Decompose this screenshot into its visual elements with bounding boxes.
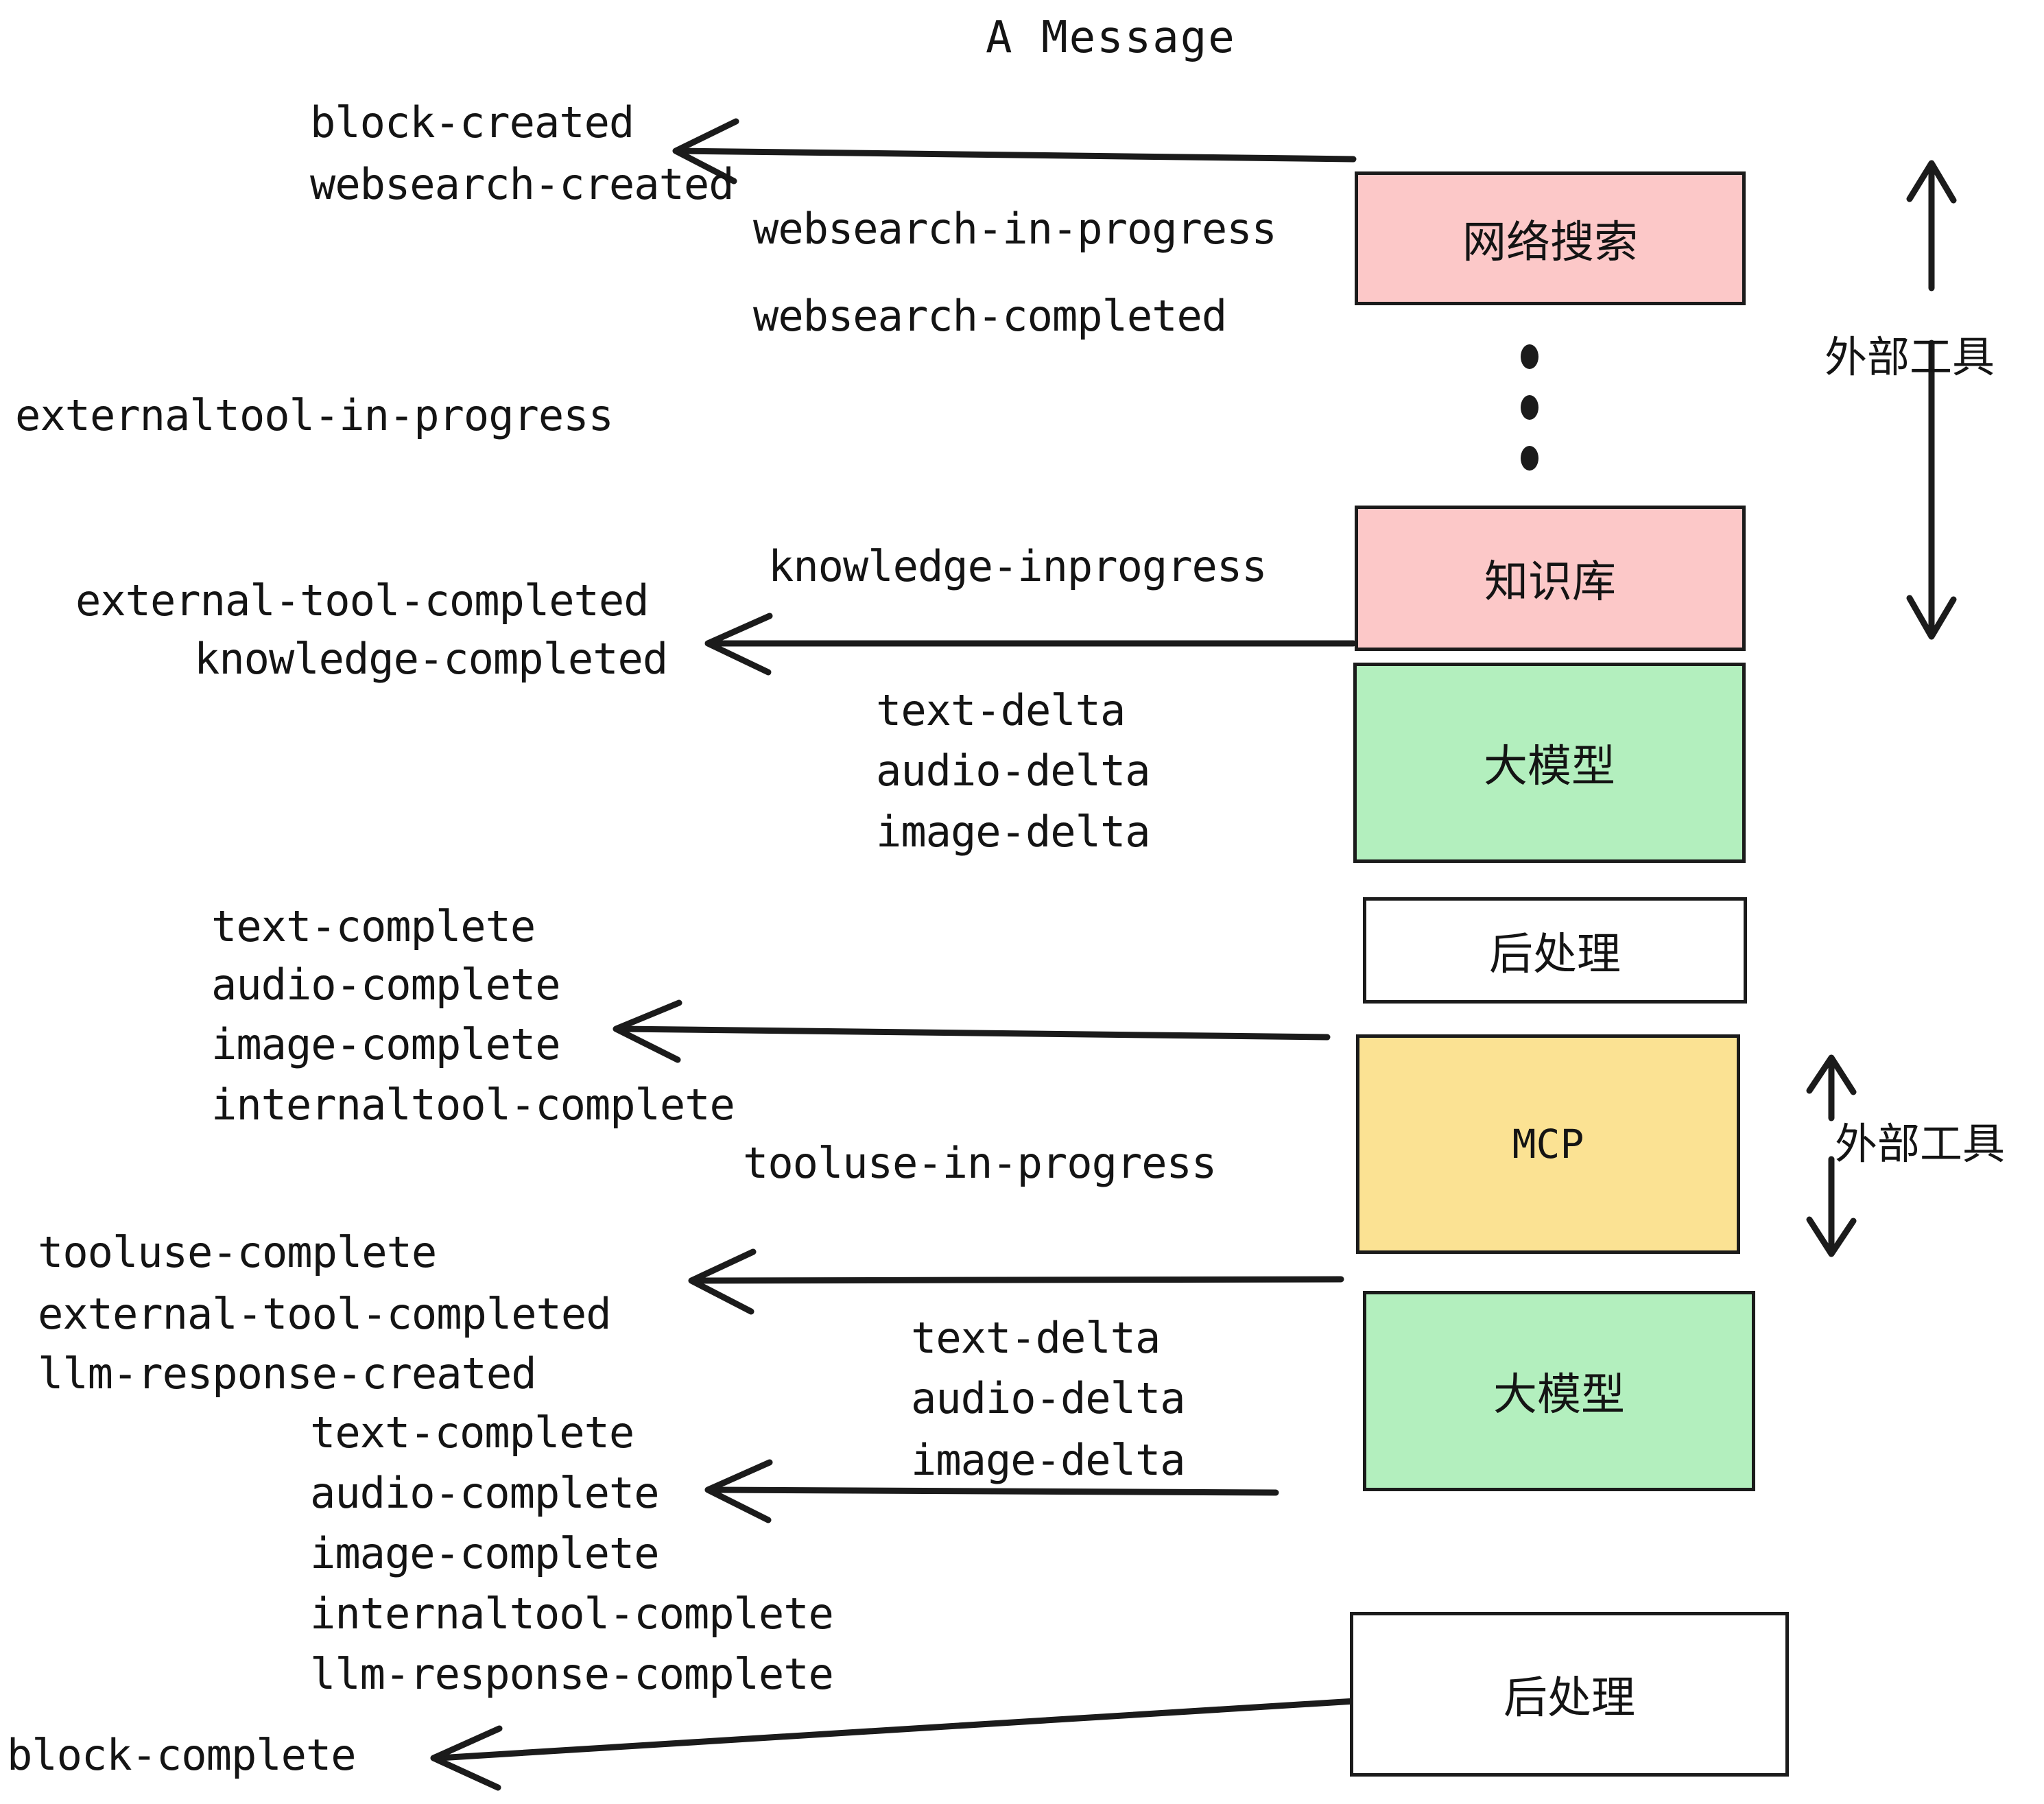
- event-internaltool-complete-1: internaltool-complete: [211, 1080, 735, 1130]
- node-llm-2-label: 大模型: [1493, 1370, 1625, 1421]
- event-websearch-in-progress: websearch-in-progress: [753, 204, 1277, 254]
- event-external-tool-completed-1: external-tool-completed: [75, 575, 650, 626]
- event-text-complete-1: text-complete: [211, 901, 536, 951]
- event-tooluse-complete: tooluse-complete: [38, 1227, 437, 1277]
- arrow-websearch-to-block-created: [672, 118, 1357, 185]
- event-knowledge-completed: knowledge-completed: [194, 634, 668, 684]
- node-llm-1[interactable]: 大模型: [1353, 663, 1746, 863]
- node-postprocess-2[interactable]: 后处理: [1350, 1612, 1789, 1777]
- event-block-complete: block-complete: [7, 1730, 357, 1780]
- event-websearch-created: websearch-created: [310, 159, 735, 209]
- event-llm-response-created: llm-response-created: [38, 1349, 537, 1399]
- external-tool-bracket-top: [1906, 160, 1957, 640]
- node-mcp[interactable]: MCP: [1356, 1034, 1740, 1254]
- arrow-knowledge-to-completed: [704, 613, 1357, 676]
- node-postprocess-1[interactable]: 后处理: [1363, 897, 1747, 1004]
- event-external-tool-completed-2: external-tool-completed: [38, 1289, 612, 1339]
- event-tooluse-in-progress: tooluse-in-progress: [743, 1138, 1217, 1188]
- event-knowledge-inprogress: knowledge-inprogress: [768, 541, 1268, 591]
- node-llm-2[interactable]: 大模型: [1363, 1291, 1755, 1491]
- node-postprocess-2-label: 后处理: [1504, 1673, 1635, 1724]
- event-audio-delta-1: audio-delta: [876, 746, 1151, 796]
- arrow-postprocess-to-block-complete: [430, 1698, 1358, 1791]
- event-audio-delta-2: audio-delta: [911, 1373, 1186, 1423]
- event-websearch-completed: websearch-completed: [753, 291, 1227, 341]
- event-audio-complete-1: audio-complete: [211, 960, 561, 1010]
- node-postprocess-1-label: 后处理: [1489, 929, 1621, 980]
- arrow-postprocess-to-image-complete: [613, 999, 1331, 1063]
- event-image-complete-2: image-complete: [310, 1528, 660, 1578]
- event-audio-complete-2: audio-complete: [310, 1468, 660, 1518]
- event-image-delta-2: image-delta: [911, 1435, 1186, 1485]
- event-image-complete-1: image-complete: [211, 1019, 561, 1069]
- side-label-external-tool-top: 外部工具: [1825, 332, 1995, 382]
- node-mcp-label: MCP: [1512, 1121, 1584, 1167]
- event-text-delta-1: text-delta: [876, 685, 1126, 735]
- event-externaltool-in-progress: externaltool-in-progress: [15, 390, 614, 440]
- arrow-mcp-to-tooluse-complete: [688, 1248, 1344, 1315]
- node-llm-1-label: 大模型: [1484, 741, 1615, 792]
- node-knowledge-label: 知识库: [1484, 557, 1616, 608]
- node-websearch-label: 网络搜索: [1462, 217, 1638, 268]
- event-text-complete-2: text-complete: [310, 1408, 634, 1458]
- side-label-external-tool-bottom: 外部工具: [1835, 1119, 2006, 1169]
- diagram-title: A Message: [986, 12, 1236, 63]
- event-block-created: block-created: [310, 97, 634, 147]
- node-knowledge[interactable]: 知识库: [1355, 506, 1746, 651]
- node-websearch[interactable]: 网络搜索: [1355, 171, 1746, 305]
- event-image-delta-1: image-delta: [876, 807, 1151, 857]
- event-llm-response-complete: llm-response-complete: [310, 1649, 834, 1699]
- event-text-delta-2: text-delta: [911, 1313, 1161, 1363]
- event-internaltool-complete-2: internaltool-complete: [310, 1589, 834, 1639]
- vertical-ellipsis-dots: [1521, 344, 1538, 471]
